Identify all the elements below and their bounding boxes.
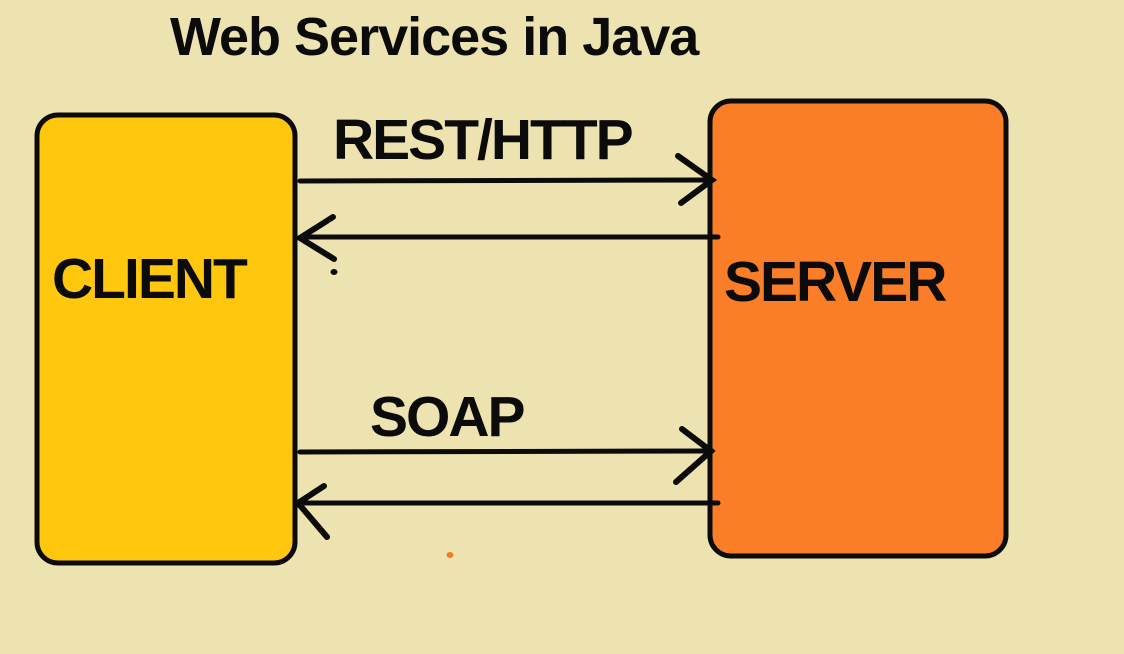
rest-http-connection-label: REST/HTTP — [333, 108, 634, 172]
diagram-title: Web Services in Java — [170, 7, 699, 67]
client-node-label: CLIENT — [52, 247, 248, 311]
rest-response-arrow — [294, 214, 721, 262]
server-node-box — [707, 98, 1009, 559]
soap-connection-label: SOAP — [370, 385, 526, 449]
server-node-label: SERVER — [724, 250, 947, 314]
stray-black-dot — [330, 269, 338, 275]
soap-response-arrow — [293, 483, 721, 540]
soap-request-arrow — [297, 426, 716, 485]
rest-request-arrow — [297, 153, 718, 206]
client-node-box — [34, 112, 298, 566]
stray-orange-dot — [446, 552, 454, 558]
